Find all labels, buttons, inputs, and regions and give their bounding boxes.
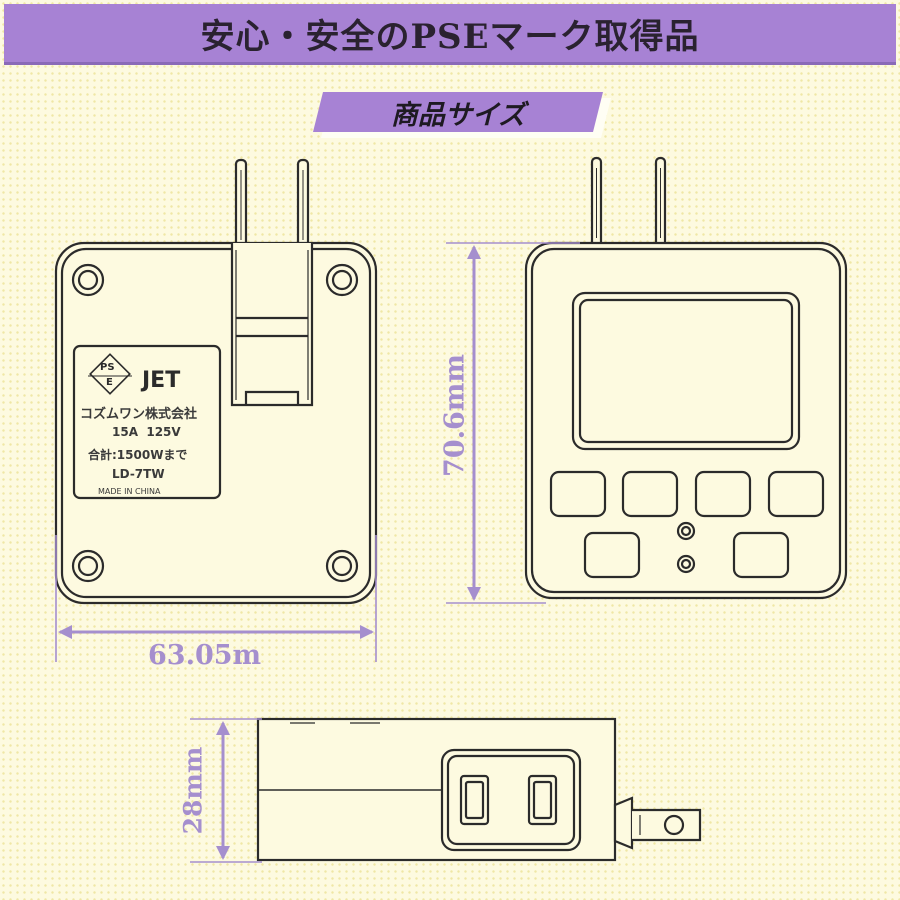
display-screen-inner xyxy=(578,298,794,444)
front-prong-left xyxy=(590,156,603,248)
led-indicator-bottom xyxy=(676,554,696,574)
total-capacity-text: 合計:1500Wまで xyxy=(88,448,188,462)
rating-label-plate xyxy=(72,344,222,500)
back-prong-right xyxy=(296,158,310,252)
back-body-inner xyxy=(60,247,372,599)
back-foot-bottom-left xyxy=(71,549,105,583)
front-button-6 xyxy=(732,531,790,579)
front-button-1 xyxy=(549,470,607,518)
outlet-face xyxy=(440,748,582,852)
front-body-inner xyxy=(530,247,842,594)
dimension-width-label: 63.05m xyxy=(148,640,262,671)
display-screen-outer xyxy=(571,291,801,451)
jet-mark-text: JET xyxy=(142,368,181,393)
pse-mark xyxy=(89,353,131,395)
header-title: 安心・安全のPSEマーク取得品 xyxy=(200,16,700,57)
outlet-slot-right xyxy=(527,774,558,826)
led-indicator-top xyxy=(676,521,696,541)
outlet-slot-left xyxy=(459,774,490,826)
front-prong-right xyxy=(654,156,667,248)
front-button-5 xyxy=(583,531,641,579)
manufacturer-text: コズムワン株式会社 xyxy=(80,407,198,422)
origin-text: MADE IN CHINA xyxy=(98,487,161,496)
dimension-depth xyxy=(190,718,262,863)
back-foot-top-left xyxy=(71,263,105,297)
front-button-3 xyxy=(694,470,752,518)
side-plug-prong xyxy=(613,796,702,850)
dimension-depth-label: 28mm xyxy=(178,746,208,835)
back-prong-left xyxy=(234,158,248,252)
pse-mark-text-top: PS xyxy=(100,362,115,373)
side-view xyxy=(256,717,702,862)
pse-mark-text-bottom: E xyxy=(106,377,113,388)
dimension-height-label: 70.6mm xyxy=(439,354,471,477)
header-banner: 安心・安全のPSEマーク取得品 xyxy=(4,4,896,65)
dimension-width xyxy=(55,535,377,662)
back-foot-top-right xyxy=(325,263,359,297)
rating-text: 15A 125V xyxy=(112,425,181,439)
dimension-height xyxy=(446,242,580,604)
front-view xyxy=(524,156,848,600)
model-number-text: LD-7TW xyxy=(112,467,165,481)
back-plug-recess xyxy=(230,243,314,407)
back-view xyxy=(54,158,378,605)
front-button-2 xyxy=(621,470,679,518)
front-button-4 xyxy=(767,470,825,518)
back-foot-bottom-right xyxy=(325,549,359,583)
